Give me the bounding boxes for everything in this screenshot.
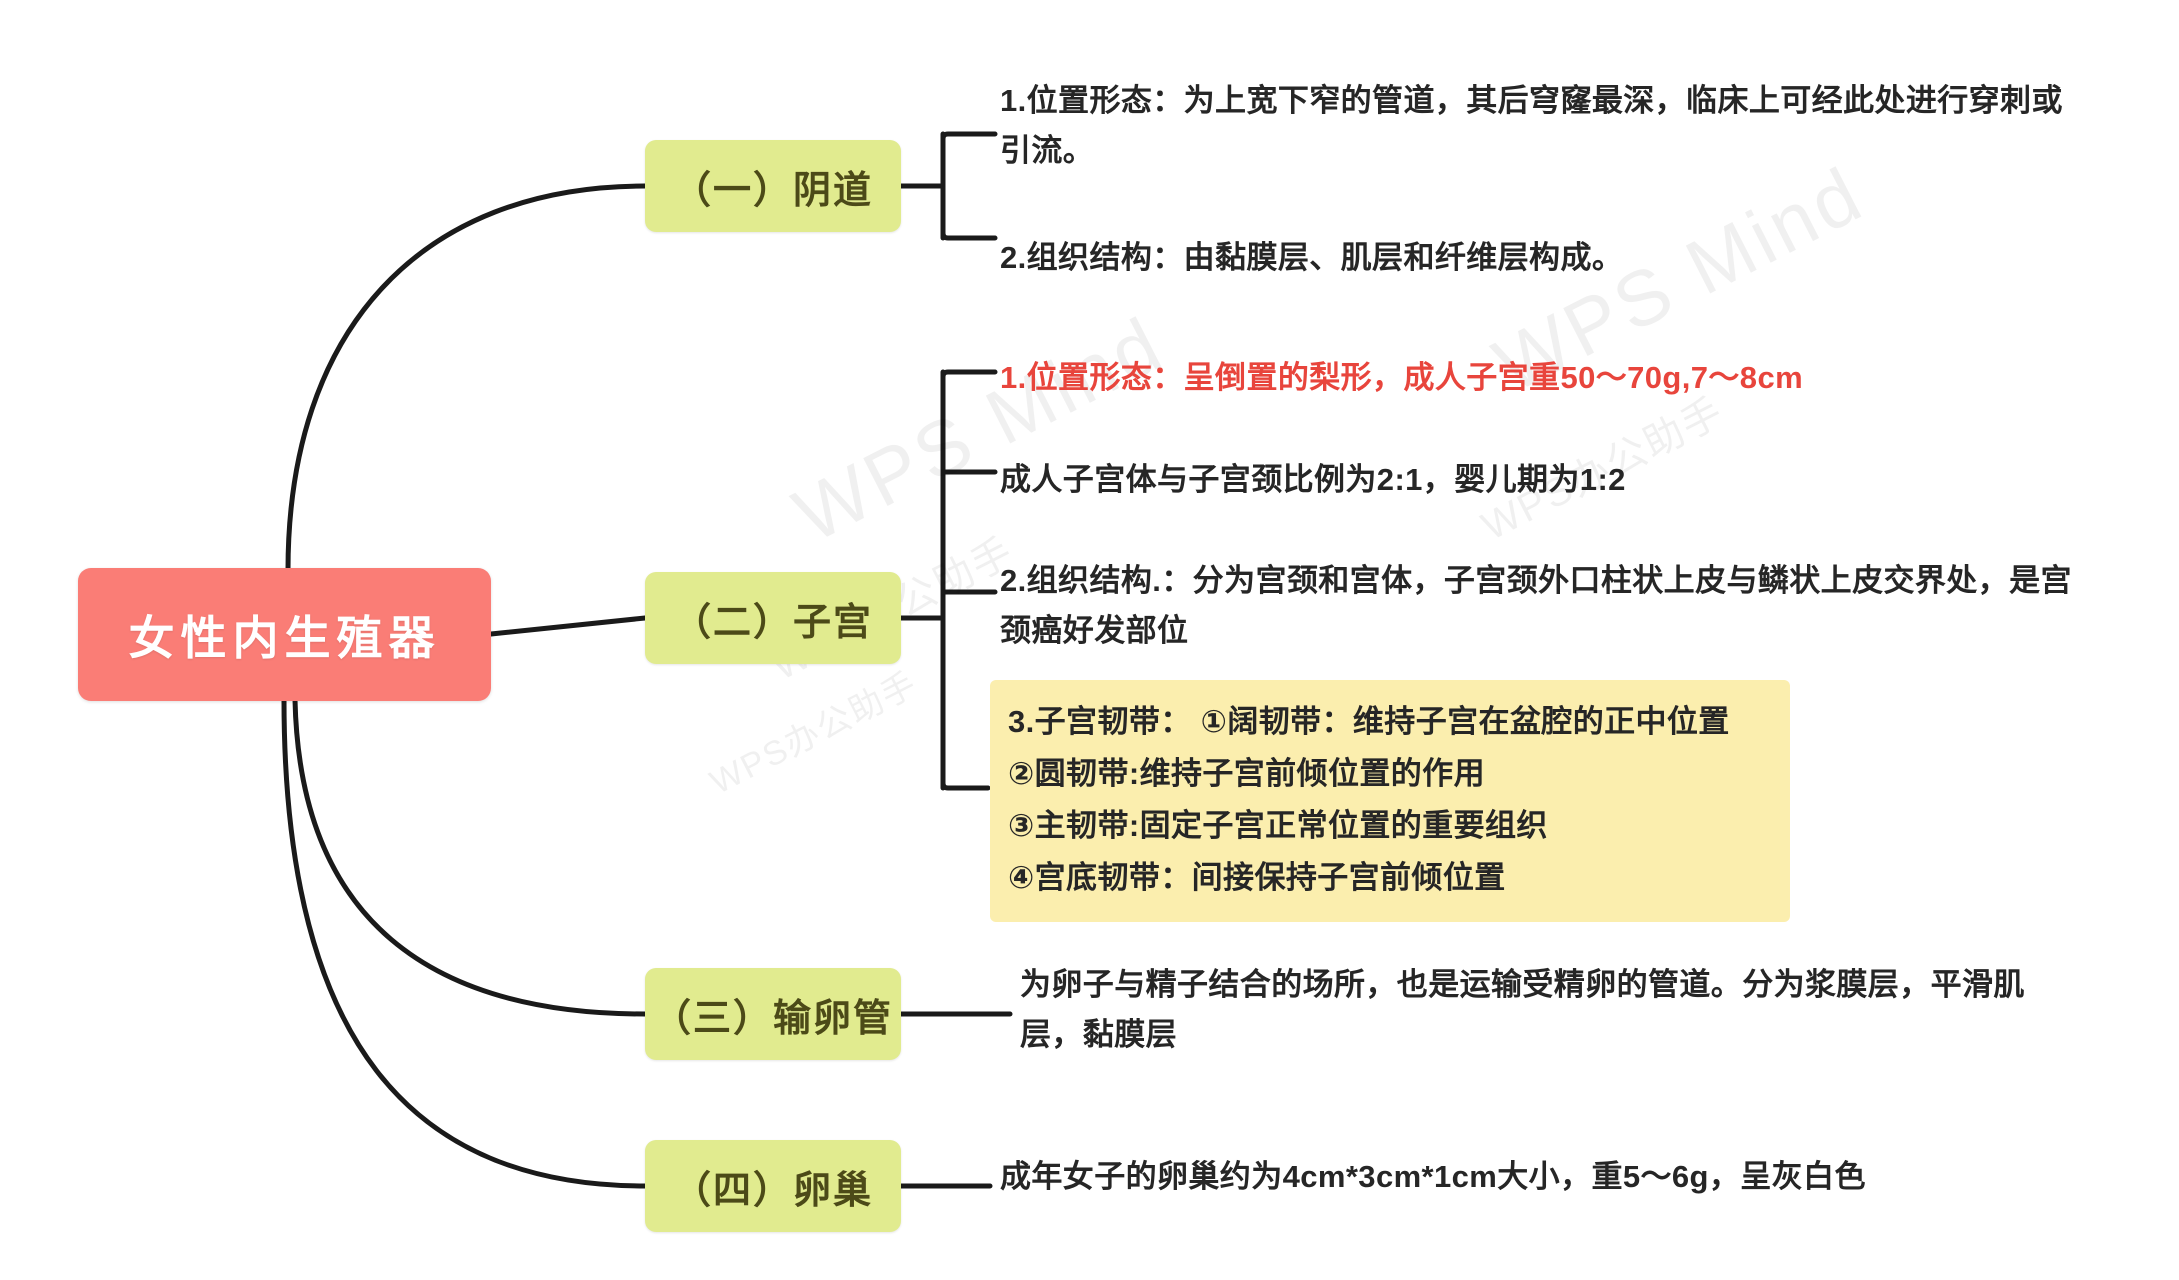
leaf-fallopian-tube-description[interactable]: 为卵子与精子结合的场所，也是运输受精卵的管道。分为浆膜层，平滑肌层，黏膜层 <box>1020 967 2025 1053</box>
link-root-to-branch-3 <box>281 697 648 1189</box>
branch-node-vagina[interactable]: （一）阴道 <box>645 140 901 232</box>
watermark-text-tertiary: WPS办公助手 <box>704 664 924 802</box>
leaf-vagina-position-form[interactable]: 1.位置形态：为上宽下窄的管道，其后穹窿最深，临床上可经此处进行穿刺或引流。 <box>1000 83 2063 169</box>
branch-node-uterus[interactable]: （二）子宫 <box>645 572 901 664</box>
link-root-to-branch-1 <box>488 615 648 637</box>
link-branch-1-leaf-0 <box>940 369 998 380</box>
link-root-to-branch-0 <box>285 183 648 573</box>
leaf-vagina-tissue-structure[interactable]: 2.组织结构：由黏膜层、肌层和纤维层构成。 <box>1000 240 1624 275</box>
branch-node-fallopian-tube-label: （三）输卵管 <box>652 997 893 1040</box>
root-node[interactable]: 女性内生殖器 <box>78 568 491 701</box>
branch-node-ovary-label: （四）卵巢 <box>672 1169 873 1212</box>
link-root-to-branch-2 <box>292 697 648 1017</box>
branch-node-vagina-label: （一）阴道 <box>672 169 873 212</box>
watermark-text-primary: WPS Mind <box>780 299 1178 560</box>
link-branch-0-leaf-1 <box>940 230 998 241</box>
link-branch-0-leaf-0 <box>940 131 998 142</box>
root-node-label: 女性内生殖器 <box>128 611 441 664</box>
leaf-uterus-tissue-structure[interactable]: 2.组织结构.：分为宫颈和宫体，子宫颈外口柱状上皮与鳞状上皮交界处，是宫颈癌好发… <box>1000 563 2072 649</box>
link-branch-1-leaf-3 <box>940 780 991 791</box>
branch-node-uterus-label: （二）子宫 <box>672 601 873 644</box>
branch-node-fallopian-tube[interactable]: （三）输卵管 <box>645 968 901 1060</box>
branch-node-ovary[interactable]: （四）卵巢 <box>645 1140 901 1232</box>
leaf-ovary-description[interactable]: 成年女子的卵巢约为4cm*3cm*1cm大小，重5～6g，呈灰白色 <box>1000 1159 1866 1194</box>
leaf-uterus-ligaments[interactable]: 3.子宫韧带： ①阔韧带：维持子宫在盆腔的正中位置 ②圆韧带:维持子宫前倾位置的… <box>990 680 1790 923</box>
leaf-uterus-body-cervix-ratio[interactable]: 成人子宫体与子宫颈比例为2:1，婴儿期为1:2 <box>1000 462 1626 497</box>
leaf-uterus-position-form[interactable]: 1.位置形态：呈倒置的梨形，成人子宫重50～70g,7～8cm <box>1000 360 1804 395</box>
